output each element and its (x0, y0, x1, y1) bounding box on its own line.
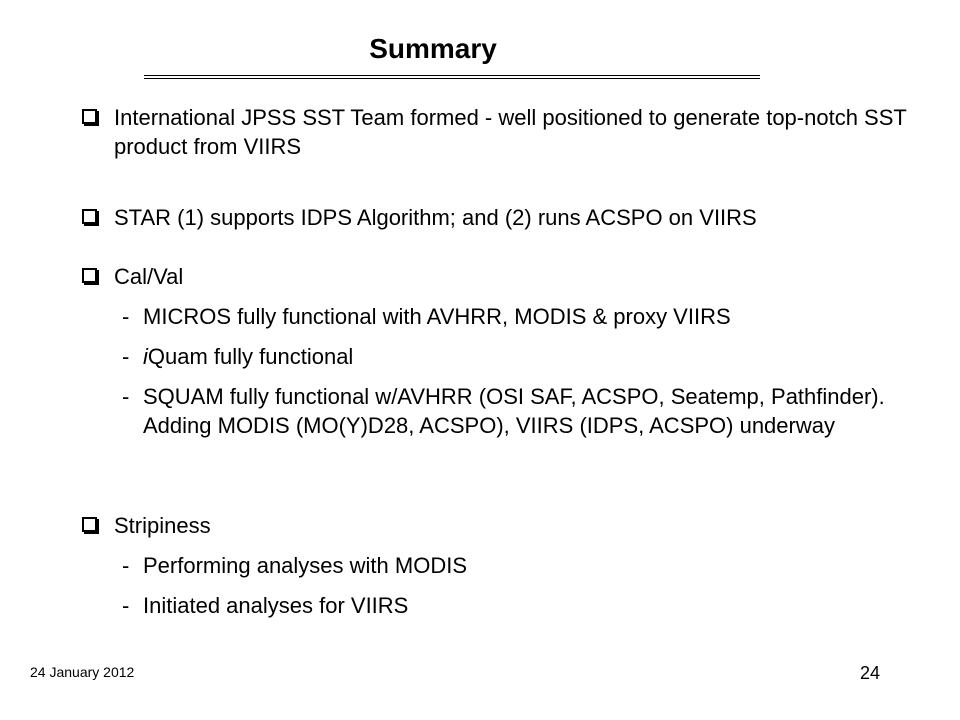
bullet-star: STAR (1) supports IDPS Algorithm; and (2… (82, 203, 912, 232)
dash-marker: - (122, 304, 130, 329)
dash-marker: - (122, 384, 130, 409)
checkbox-square-icon (82, 517, 97, 532)
subitem-micros: - MICROS fully functional with AVHRR, MO… (122, 302, 912, 331)
subitem-squam: - SQUAM fully functional w/AVHRR (OSI SA… (122, 382, 912, 440)
checkbox-square-icon (82, 268, 97, 283)
subitem-text: MICROS fully functional with AVHRR, MODI… (143, 304, 731, 329)
checkbox-square-icon (82, 209, 97, 224)
subitem-iquam: - iQuam fully functional (122, 342, 912, 371)
bullet-jpss-team: International JPSS SST Team formed - wel… (82, 103, 912, 161)
subitem-text-wrapper: iQuam fully functional (143, 342, 912, 371)
page-number: 24 (859, 663, 880, 683)
italic-prefix: i (143, 344, 148, 369)
title-underline (144, 75, 760, 79)
subitem-text: SQUAM fully functional w/AVHRR (OSI SAF,… (143, 384, 885, 438)
bullet-text: Cal/Val (114, 264, 184, 289)
dash-marker: - (122, 593, 130, 618)
subitem-text: Quam fully functional (147, 344, 354, 369)
bullet-text: STAR (1) supports IDPS Algorithm; and (2… (114, 205, 757, 230)
subitem-viirs-analyses: - Initiated analyses for VIIRS (122, 591, 912, 620)
subitem-text: Initiated analyses for VIIRS (143, 593, 409, 618)
bullet-text: International JPSS SST Team formed - wel… (114, 105, 907, 159)
slide-title: Summary (369, 33, 497, 64)
dash-marker: - (122, 553, 130, 578)
footer-date: 24 January 2012 (30, 664, 135, 680)
checkbox-square-icon (82, 109, 97, 124)
subitem-text: Performing analyses with MODIS (143, 553, 467, 578)
bullet-stripiness: Stripiness (82, 511, 912, 540)
bullet-text: Stripiness (114, 513, 211, 538)
dash-marker: - (122, 344, 130, 369)
subitem-modis-analyses: - Performing analyses with MODIS (122, 551, 912, 580)
bullet-cal-val: Cal/Val (82, 262, 912, 291)
